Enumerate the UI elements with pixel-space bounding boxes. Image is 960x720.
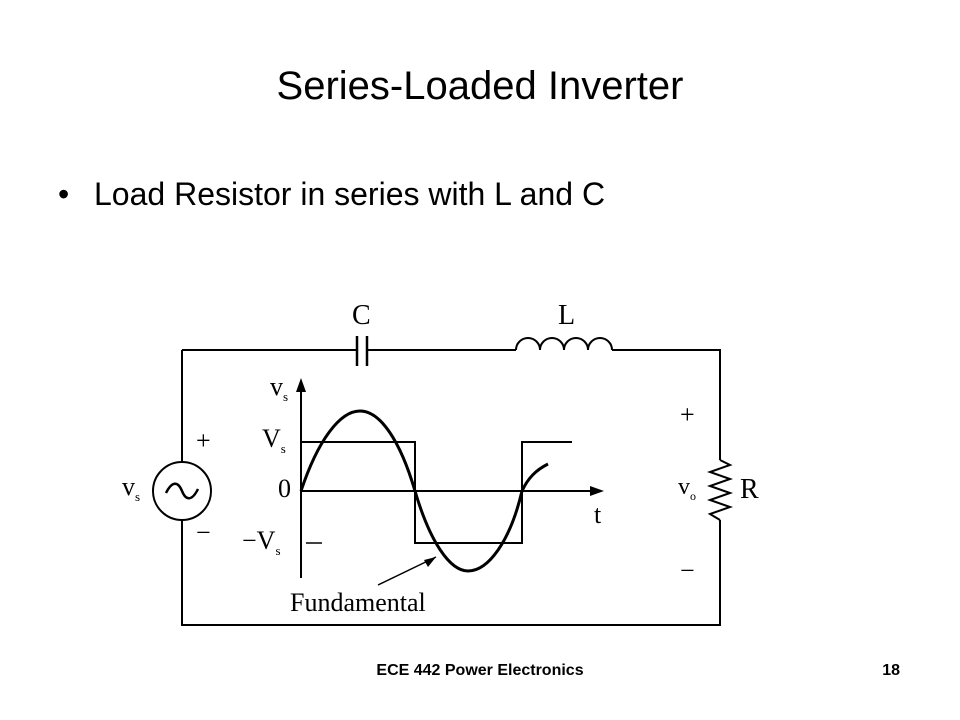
resistor-symbol — [706, 459, 734, 521]
capacitor-symbol — [355, 336, 369, 366]
resistor-label: R — [740, 474, 759, 505]
fundamental-sine — [299, 409, 549, 573]
output-plus: + — [680, 400, 695, 429]
inductor-symbol — [515, 337, 613, 351]
bullet-text: Load Resistor in series with L and C — [94, 176, 606, 212]
tick-zero-label: 0 — [278, 474, 291, 503]
fundamental-arrowhead — [424, 557, 436, 567]
inductor-label: L — [558, 300, 576, 331]
footer-page-number: 18 — [882, 662, 900, 679]
capacitor-label: C — [352, 300, 371, 331]
x-axis-arrow — [590, 486, 604, 496]
bullet-marker: • — [58, 176, 70, 212]
source-minus: − — [196, 518, 211, 547]
axis-x-label: t — [594, 500, 602, 529]
source-plus: + — [196, 426, 211, 455]
slide-title: Series-Loaded Inverter — [276, 64, 684, 108]
axis-y-label: vs — [270, 372, 289, 405]
wire-top-right — [612, 349, 721, 460]
tick-pos-label: Vs — [262, 424, 286, 457]
square-wave — [301, 441, 572, 544]
output-minus: − — [680, 556, 695, 585]
fundamental-label: Fundamental — [290, 588, 426, 617]
y-axis-arrow — [296, 378, 306, 392]
source-label: vs — [122, 472, 141, 505]
tick-neg-label: −Vs — [242, 526, 281, 559]
footer-course: ECE 442 Power Electronics — [376, 662, 584, 679]
wire-right-bottom — [181, 520, 721, 626]
ac-source-symbol — [152, 461, 212, 521]
output-voltage-label: vo — [678, 474, 696, 503]
bullet-item: • Load Resistor in series with L and C — [58, 176, 605, 213]
